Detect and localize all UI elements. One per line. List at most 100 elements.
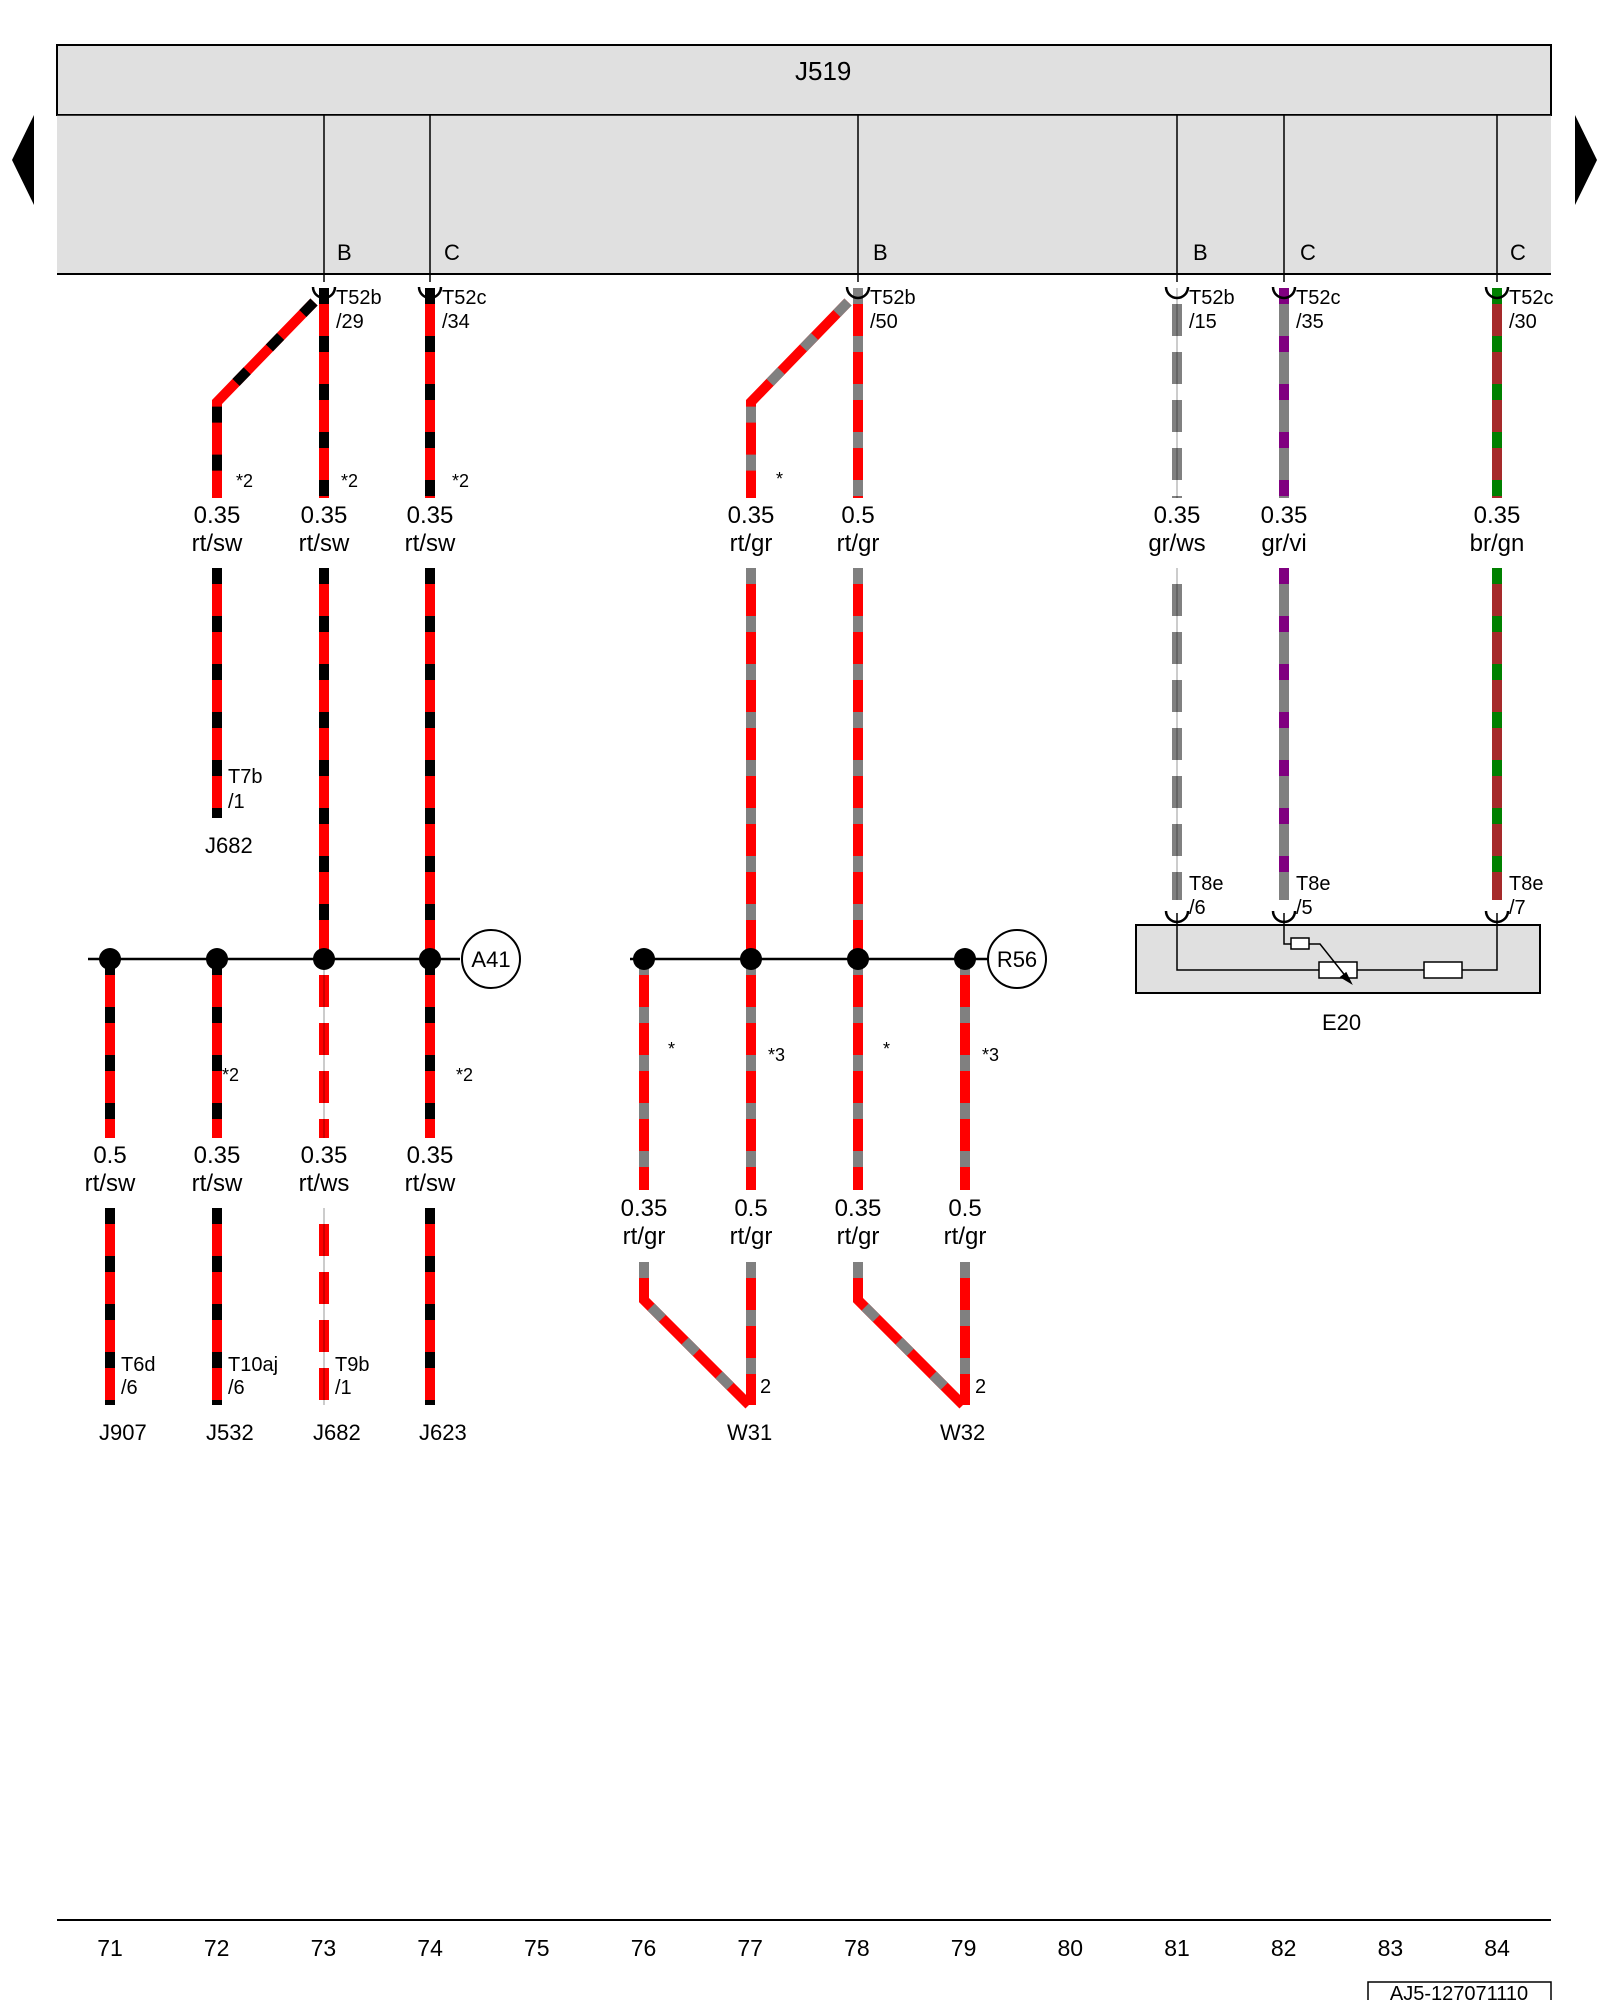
- splice-dot: [633, 948, 655, 970]
- unit-w32: W32: [940, 1420, 985, 1445]
- wire-color: rt/gr: [730, 530, 773, 557]
- pin-group-73: B: [337, 240, 352, 265]
- conn-t10aj: T10aj: [228, 1354, 278, 1376]
- next-page-arrow-icon[interactable]: [1575, 115, 1597, 205]
- wire-color: rt/sw: [299, 530, 350, 557]
- column-number: 75: [524, 1935, 550, 1961]
- wire-rt-gr: [746, 298, 852, 498]
- wire-size: 0.35: [194, 502, 241, 529]
- conn-t6d-pin: /6: [121, 1377, 138, 1399]
- wire-stripe: [639, 1262, 753, 1409]
- conn-t52c-35-pin: /35: [1296, 311, 1324, 333]
- wire-color: rt/gr: [623, 1223, 666, 1250]
- unit-j682: J682: [313, 1420, 361, 1445]
- e20-pin7-conn: T8e: [1509, 873, 1543, 895]
- conn-t52b-29-name: T52b: [336, 287, 382, 309]
- column-number: 72: [204, 1935, 230, 1961]
- unit-j907: J907: [99, 1420, 147, 1445]
- component-e20[interactable]: T8e /6 T8e /5 T8e /7 E20: [1135, 873, 1543, 1035]
- connector-arcs: [311, 286, 1510, 924]
- footnote-marker: *2: [341, 471, 358, 491]
- lower-left-notes: *2 *2: [222, 1065, 473, 1085]
- pin-group-74: C: [444, 240, 460, 265]
- conn-t52c-34-name: T52c: [442, 287, 486, 309]
- wire-rt-gr: [853, 1262, 967, 1409]
- wire-stripe: [853, 1262, 967, 1409]
- wire-size: 0.35: [1154, 502, 1201, 529]
- connector-arc: [1164, 286, 1190, 300]
- e20-pin5-conn: T8e: [1296, 873, 1330, 895]
- wire-size: 0.35: [301, 502, 348, 529]
- junction-r56[interactable]: [987, 929, 1047, 989]
- column-number: 84: [1484, 1935, 1510, 1961]
- wire-size: 0.35: [407, 1142, 454, 1169]
- conn-t52c-30-pin: /30: [1509, 311, 1537, 333]
- footnote-marker: *3: [982, 1045, 999, 1065]
- conn-t9b-pin: /1: [335, 1377, 352, 1399]
- splice-dot: [740, 948, 762, 970]
- wire-size: 0.5: [948, 1195, 981, 1222]
- pin-group-84: C: [1510, 240, 1526, 265]
- wire-size: 0.35: [1261, 502, 1308, 529]
- wire-size: 0.35: [835, 1195, 882, 1222]
- footnote-marker: *2: [222, 1065, 239, 1085]
- j519-title-band: [56, 44, 1552, 116]
- lower-mid-notes: * *3 * *3: [668, 1039, 999, 1065]
- column-number: 71: [97, 1935, 123, 1961]
- wire-size: 0.5: [93, 1142, 126, 1169]
- upper-wire-labels: 0.35 rt/sw 0.35 rt/sw 0.35 rt/sw 0.35 rt…: [192, 502, 1525, 557]
- wire-size: 0.35: [407, 502, 454, 529]
- conn-t52c-30-name: T52c: [1509, 287, 1553, 309]
- footnote-marker: *: [776, 469, 783, 489]
- wire-rt-gr: [639, 1262, 753, 1409]
- internal-lines: [323, 115, 1498, 282]
- wire-stripe: [746, 298, 852, 498]
- splice-dot: [99, 948, 121, 970]
- wire-size: 0.35: [194, 1142, 241, 1169]
- splice-dot: [419, 948, 441, 970]
- wire-color: br/gn: [1470, 530, 1525, 557]
- column-number: 74: [417, 1935, 443, 1961]
- splice-dots: [99, 948, 976, 970]
- wire-color: gr/ws: [1148, 530, 1205, 557]
- prev-page-arrow-icon[interactable]: [12, 115, 34, 205]
- conn-t52c-35-name: T52c: [1296, 287, 1340, 309]
- control-unit-label: J519: [795, 56, 851, 86]
- footnote-marker: *2: [236, 471, 253, 491]
- footnote-marker: *: [668, 1039, 675, 1059]
- j682-upper-conn: T7b: [228, 766, 262, 788]
- e20-pin5: /5: [1296, 897, 1313, 919]
- column-number: 73: [311, 1935, 337, 1961]
- column-number: 80: [1058, 1935, 1084, 1961]
- junction-a41[interactable]: [461, 929, 521, 989]
- wire-color: rt/sw: [85, 1170, 136, 1197]
- e20-internal-circuit: [1176, 913, 1498, 985]
- column-number: 78: [844, 1935, 870, 1961]
- conn-t52b-50-name: T52b: [870, 287, 916, 309]
- footnote-marker: *2: [452, 471, 469, 491]
- conn-t52b-15-name: T52b: [1189, 287, 1235, 309]
- wire-segments: [105, 288, 1502, 1409]
- wire-color: rt/gr: [730, 1223, 773, 1250]
- conn-t10aj-pin: /6: [228, 1377, 245, 1399]
- splice-dot: [206, 948, 228, 970]
- wire-color: rt/ws: [299, 1170, 350, 1197]
- doc-id-box: [1367, 1981, 1552, 2000]
- wire-rt-sw: [212, 298, 318, 498]
- wire-color: rt/sw: [192, 530, 243, 557]
- footnote-marker: *: [883, 1039, 890, 1059]
- lower-left-labels: 0.5 rt/sw 0.35 rt/sw 0.35 rt/ws 0.35 rt/…: [85, 1142, 456, 1197]
- wire-color: rt/sw: [192, 1170, 243, 1197]
- column-number: 77: [737, 1935, 763, 1961]
- unit-w31: W31: [727, 1420, 772, 1445]
- e20-pin6: /6: [1189, 897, 1206, 919]
- wire-size: 0.35: [1474, 502, 1521, 529]
- connector-arc: [845, 286, 871, 300]
- w31-pin: 2: [760, 1376, 771, 1398]
- heater-labels: 2 W31 2 W32: [727, 1376, 986, 1445]
- conn-t9b: T9b: [335, 1354, 369, 1376]
- connector-arc: [1271, 286, 1297, 300]
- footnote-marker: *3: [768, 1045, 785, 1065]
- e20-pin6-conn: T8e: [1189, 873, 1223, 895]
